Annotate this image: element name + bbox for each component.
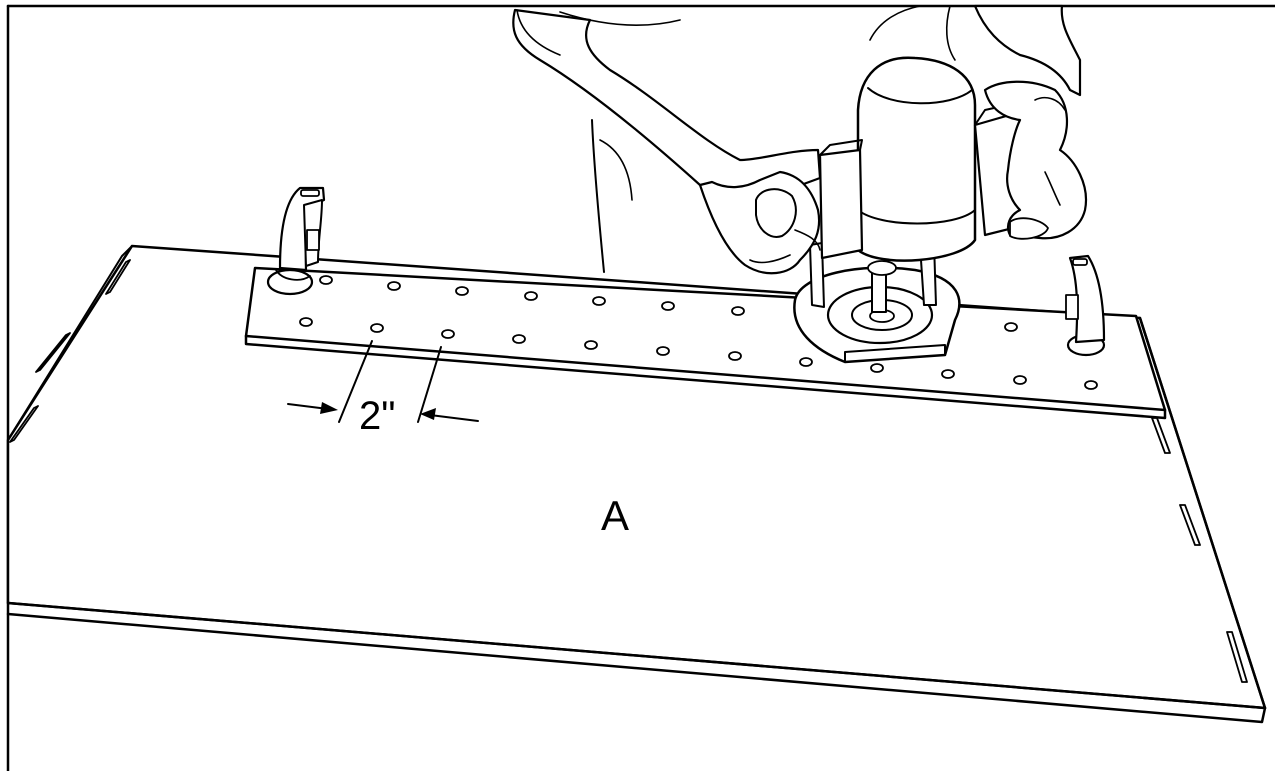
panel-slots	[9, 259, 1248, 683]
frame	[6, 4, 1275, 771]
part-label-a: A	[601, 492, 629, 539]
hands-icon	[512, 4, 1088, 275]
clamp-icon-right	[1065, 254, 1106, 357]
dimension-label: 2"	[359, 394, 395, 438]
template-holes	[299, 275, 1098, 390]
dimension-2in: 2"	[287, 340, 479, 438]
clamp-icon	[266, 186, 326, 296]
